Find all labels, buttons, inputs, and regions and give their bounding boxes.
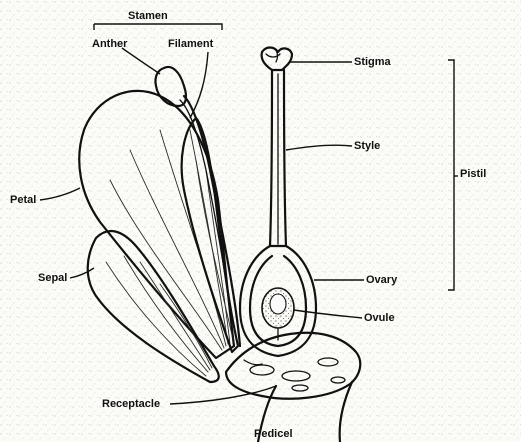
stigma-label: Stigma	[354, 56, 391, 68]
receptacle-label: Receptacle	[102, 398, 160, 410]
filament-label: Filament	[168, 38, 213, 50]
ovule-label: Ovule	[364, 312, 395, 324]
style-label: Style	[354, 140, 380, 152]
stamen-label: Stamen	[128, 10, 168, 22]
ovary-label: Ovary	[366, 274, 397, 286]
petal-label: Petal	[10, 194, 36, 206]
pedicel-label: Pedicel	[254, 428, 293, 440]
pistil-label: Pistil	[460, 168, 486, 180]
anther-label: Anther	[92, 38, 127, 50]
sepal-label: Sepal	[38, 272, 67, 284]
